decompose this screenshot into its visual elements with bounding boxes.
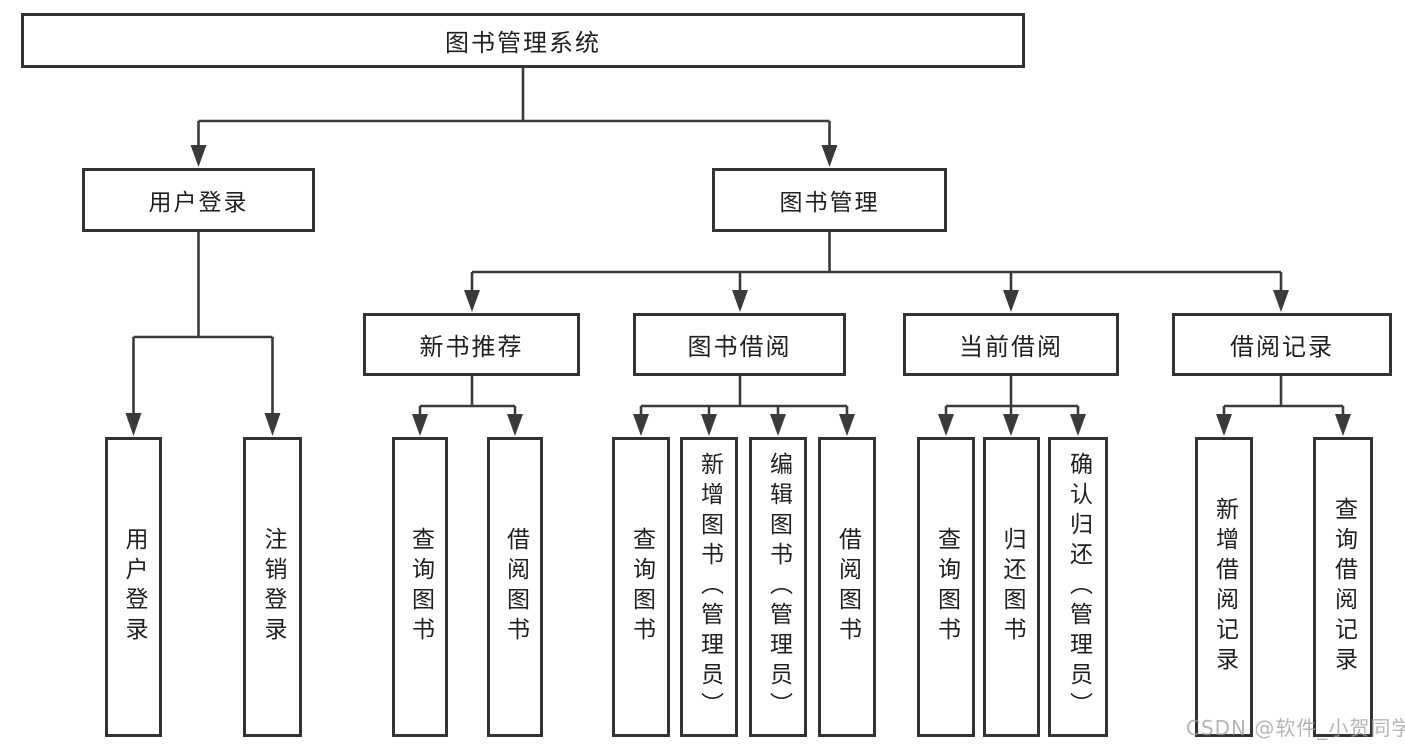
connector-book-borrow-to-leaves: [633, 376, 855, 436]
leaf-query-books-recommend-label: 查询图书: [407, 527, 434, 647]
leaf-return-books: 归还图书: [983, 437, 1040, 737]
node-current-borrowing-label: 当前借阅: [959, 333, 1063, 361]
csdn-watermark: CSDN @软件_小贺同学: [1186, 716, 1405, 740]
leaf-query-borrow-record-label: 查询借阅记录: [1330, 497, 1357, 677]
node-library-system-label: 图书管理系统: [445, 29, 601, 57]
leaf-query-books-borrowing: 查询图书: [612, 437, 670, 737]
connector-user-login-to-leaves: [125, 232, 281, 436]
node-book-management-label: 图书管理: [779, 190, 880, 216]
leaf-logout: 注销登录: [243, 437, 302, 737]
leaf-confirm-return-admin: 确认归还（管理员）: [1048, 437, 1108, 737]
leaf-query-books-borrowing-label: 查询图书: [628, 527, 655, 647]
node-new-book-recommend: 新书推荐: [363, 313, 580, 376]
leaf-user-login-label: 用户登录: [121, 527, 147, 647]
node-user-login-group-label: 用户登录: [148, 190, 249, 216]
node-new-book-recommend-label: 新书推荐: [419, 333, 524, 361]
leaf-return-books-label: 归还图书: [999, 527, 1025, 647]
leaf-logout-label: 注销登录: [260, 527, 286, 647]
leaf-query-books-current: 查询图书: [917, 437, 975, 737]
leaf-user-login: 用户登录: [105, 437, 162, 737]
node-borrow-records: 借阅记录: [1172, 313, 1392, 376]
leaf-edit-books-admin-label: 编辑图书（管理员）: [765, 452, 792, 722]
leaf-borrow-books-borrowing: 借阅图书: [818, 437, 876, 737]
connector-borrow-records-to-leaves: [1216, 376, 1351, 436]
connector-book-mgmt-to-level3: [464, 232, 1289, 312]
node-user-login-group: 用户登录: [82, 168, 315, 232]
connector-new-book-rec-to-leaves: [412, 376, 523, 436]
leaf-query-borrow-record: 查询借阅记录: [1313, 437, 1373, 737]
leaf-edit-books-admin: 编辑图书（管理员）: [749, 437, 807, 737]
leaf-query-books-recommend: 查询图书: [392, 437, 448, 737]
leaf-borrow-books-recommend: 借阅图书: [487, 437, 543, 737]
node-current-borrowing: 当前借阅: [903, 313, 1119, 376]
leaf-add-books-admin-label: 新增图书（管理员）: [696, 452, 723, 722]
leaf-add-books-admin: 新增图书（管理员）: [680, 437, 738, 737]
node-library-system: 图书管理系统: [21, 13, 1025, 68]
connector-current-borrow-to-leaves: [938, 376, 1086, 436]
leaf-borrow-books-recommend-label: 借阅图书: [502, 527, 529, 647]
connector-root-to-level2: [190, 68, 838, 167]
node-book-borrowing: 图书借阅: [633, 313, 846, 376]
node-book-borrowing-label: 图书借阅: [687, 333, 792, 361]
leaf-borrow-books-borrowing-label: 借阅图书: [834, 527, 861, 647]
leaf-add-borrow-record-label: 新增借阅记录: [1211, 497, 1238, 677]
leaf-query-books-current-label: 查询图书: [933, 527, 960, 647]
node-book-management: 图书管理: [712, 168, 947, 232]
node-borrow-records-label: 借阅记录: [1230, 333, 1334, 361]
leaf-confirm-return-admin-label: 确认归还（管理员）: [1065, 452, 1092, 722]
leaf-add-borrow-record: 新增借阅记录: [1195, 437, 1253, 737]
